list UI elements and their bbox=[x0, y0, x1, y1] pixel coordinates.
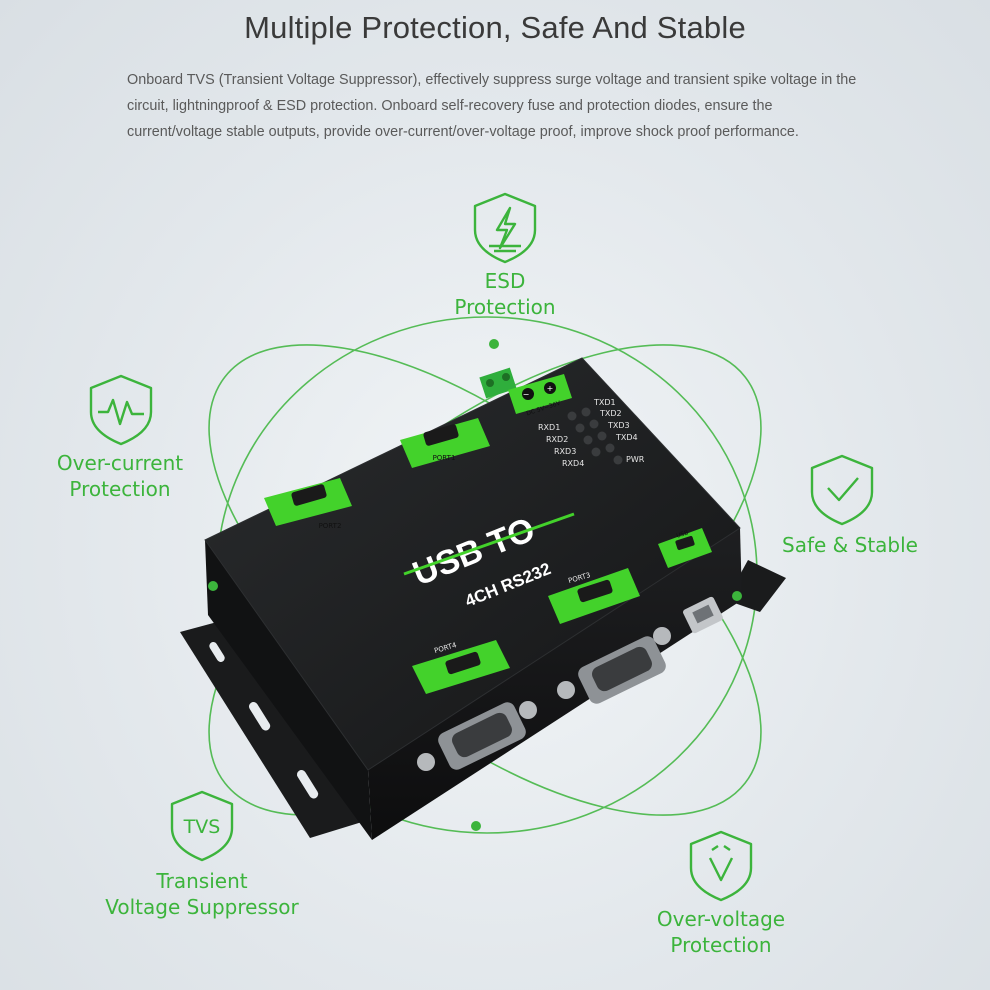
svg-text:PORT1: PORT1 bbox=[433, 454, 456, 462]
svg-text:PWR: PWR bbox=[626, 455, 645, 464]
overcurrent-label-line1: Over-current bbox=[56, 451, 184, 475]
port2-label-tile: PORT2 bbox=[264, 478, 352, 530]
svg-text:TXD1: TXD1 bbox=[593, 398, 616, 407]
pulse-shield-icon bbox=[89, 374, 153, 446]
esd-label-line1: ESD bbox=[484, 269, 526, 293]
svg-text:RXD3: RXD3 bbox=[554, 447, 576, 456]
overcurrent-label-line2: Protection bbox=[69, 477, 171, 501]
overvoltage-label-line2: Protection bbox=[670, 933, 772, 957]
dc-input-label: − + DC 5V~36V bbox=[508, 374, 572, 417]
usb-b-connector bbox=[683, 596, 723, 634]
svg-text:TVS: TVS bbox=[183, 816, 221, 838]
svg-text:−: − bbox=[523, 390, 530, 399]
tvs-label-line2: Voltage Suppressor bbox=[105, 895, 299, 919]
tvs-label: Transient Voltage Suppressor bbox=[92, 868, 312, 920]
tvs-shield-icon: TVS bbox=[170, 790, 234, 862]
svg-text:USB: USB bbox=[676, 529, 690, 539]
check-shield-icon bbox=[810, 454, 874, 526]
svg-text:TXD2: TXD2 bbox=[599, 409, 622, 418]
port1-label-tile: PORT1 bbox=[400, 418, 490, 468]
lightning-shield-icon bbox=[473, 192, 537, 264]
overcurrent-protection-label: Over-current Protection bbox=[40, 450, 200, 502]
overvoltage-protection-label: Over-voltage Protection bbox=[640, 906, 802, 958]
svg-text:RXD4: RXD4 bbox=[562, 459, 584, 468]
left-mounting-flange bbox=[180, 618, 362, 838]
db9-connector-port4 bbox=[417, 701, 537, 771]
safe-label-line1: Safe & Stable bbox=[782, 533, 918, 557]
device-top-face bbox=[204, 357, 741, 771]
svg-text:RXD2: RXD2 bbox=[546, 435, 568, 444]
led-labels: TXD1 TXD2 TXD3 TXD4 RXD1 RXD2 RXD3 RXD4 … bbox=[538, 398, 645, 468]
usb-label-tile: USB bbox=[658, 528, 712, 568]
dc-power-terminal bbox=[479, 367, 517, 399]
esd-label-line2: Protection bbox=[454, 295, 556, 319]
flange-slots bbox=[209, 642, 319, 799]
page-title: Multiple Protection, Safe And Stable bbox=[244, 10, 746, 45]
svg-text:RXD1: RXD1 bbox=[538, 423, 560, 432]
db9-connector-port3 bbox=[557, 627, 671, 704]
safe-stable-label: Safe & Stable bbox=[770, 532, 930, 558]
voltage-shield-icon bbox=[689, 830, 753, 902]
svg-text:TXD4: TXD4 bbox=[615, 433, 638, 442]
description-paragraph: Onboard TVS (Transient Voltage Suppresso… bbox=[127, 72, 857, 140]
svg-text:+: + bbox=[547, 384, 554, 393]
overvoltage-label-line1: Over-voltage bbox=[656, 907, 786, 931]
tvs-label-line1: Transient bbox=[156, 869, 248, 893]
esd-protection-label: ESD Protection bbox=[435, 268, 575, 320]
device-left-side bbox=[205, 540, 372, 840]
svg-text:PORT2: PORT2 bbox=[319, 522, 342, 530]
svg-text:TXD3: TXD3 bbox=[607, 421, 630, 430]
status-leds bbox=[567, 407, 623, 465]
